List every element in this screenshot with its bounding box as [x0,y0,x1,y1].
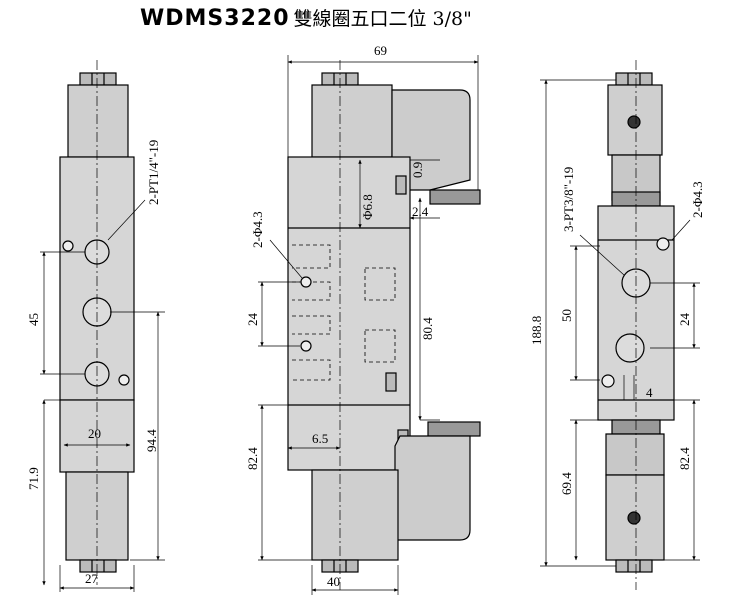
left-top-solenoid [67,84,129,158]
model-description: 雙線圈五口二位 3/8" [293,8,472,30]
middle-bottom-connector [394,435,471,541]
left-bottom-nut [79,559,117,573]
right-port-label: 3-PT3/8"-19 [561,167,576,232]
right-bottom-nut [615,559,653,573]
left-port-label: 2-PT1/4"-19 [146,140,161,205]
middle-dimensions [258,55,479,595]
left-hole-bottom [118,374,130,386]
left-dim-71-9: 71.9 [26,467,41,490]
left-view [59,60,135,585]
middle-view [287,60,481,590]
right-dim-24: 24 [677,313,692,327]
middle-dim-69: 69 [374,43,387,58]
left-hole-top [62,240,74,252]
right-dimensions [540,79,700,567]
right-view [597,60,675,590]
middle-bottom-solenoid [311,469,399,561]
middle-top-knob [429,189,481,205]
middle-dim-2-4: 2.4 [412,204,429,219]
middle-valve-body [287,156,411,471]
right-top-nut [615,72,653,86]
middle-dim-6-8: Φ6.8 [360,194,375,220]
middle-hole-top [300,276,312,288]
right-dim-69-4: 69.4 [559,472,574,495]
model-number: WDMS3220 [140,6,290,31]
middle-hole-bottom [300,340,312,352]
left-top-nut [79,72,117,86]
right-hole-label: 2-Φ4.3 [690,181,705,218]
left-dim-94-4: 94.4 [144,429,159,452]
right-top-screw [627,115,641,129]
middle-dim-0-9: 0.9 [410,162,425,178]
middle-top-solenoid [311,84,393,158]
middle-dim-40: 40 [327,574,340,589]
middle-hole-label: 2-Φ4.3 [250,211,265,248]
middle-dim-82-4: 82.4 [245,447,260,470]
right-hole-bottom [601,374,615,388]
right-dim-4: 4 [646,385,653,400]
right-dim-188-8: 188.8 [529,316,544,345]
right-hole-top [656,237,670,251]
left-dimensions [40,199,165,592]
right-bottom-screw [627,511,641,525]
middle-dim-24: 24 [245,313,260,327]
middle-top-connector [391,89,471,191]
left-dim-27: 27 [85,571,99,586]
right-dim-50: 50 [559,309,574,322]
middle-dim-6-5: 6.5 [312,431,328,446]
left-dim-20: 20 [88,426,101,441]
middle-dim-80-4: 80.4 [420,317,435,340]
middle-bottom-knob [427,421,481,437]
right-port-bottom [615,333,645,363]
right-dim-82-4: 82.4 [677,447,692,470]
left-dim-45: 45 [26,313,41,326]
